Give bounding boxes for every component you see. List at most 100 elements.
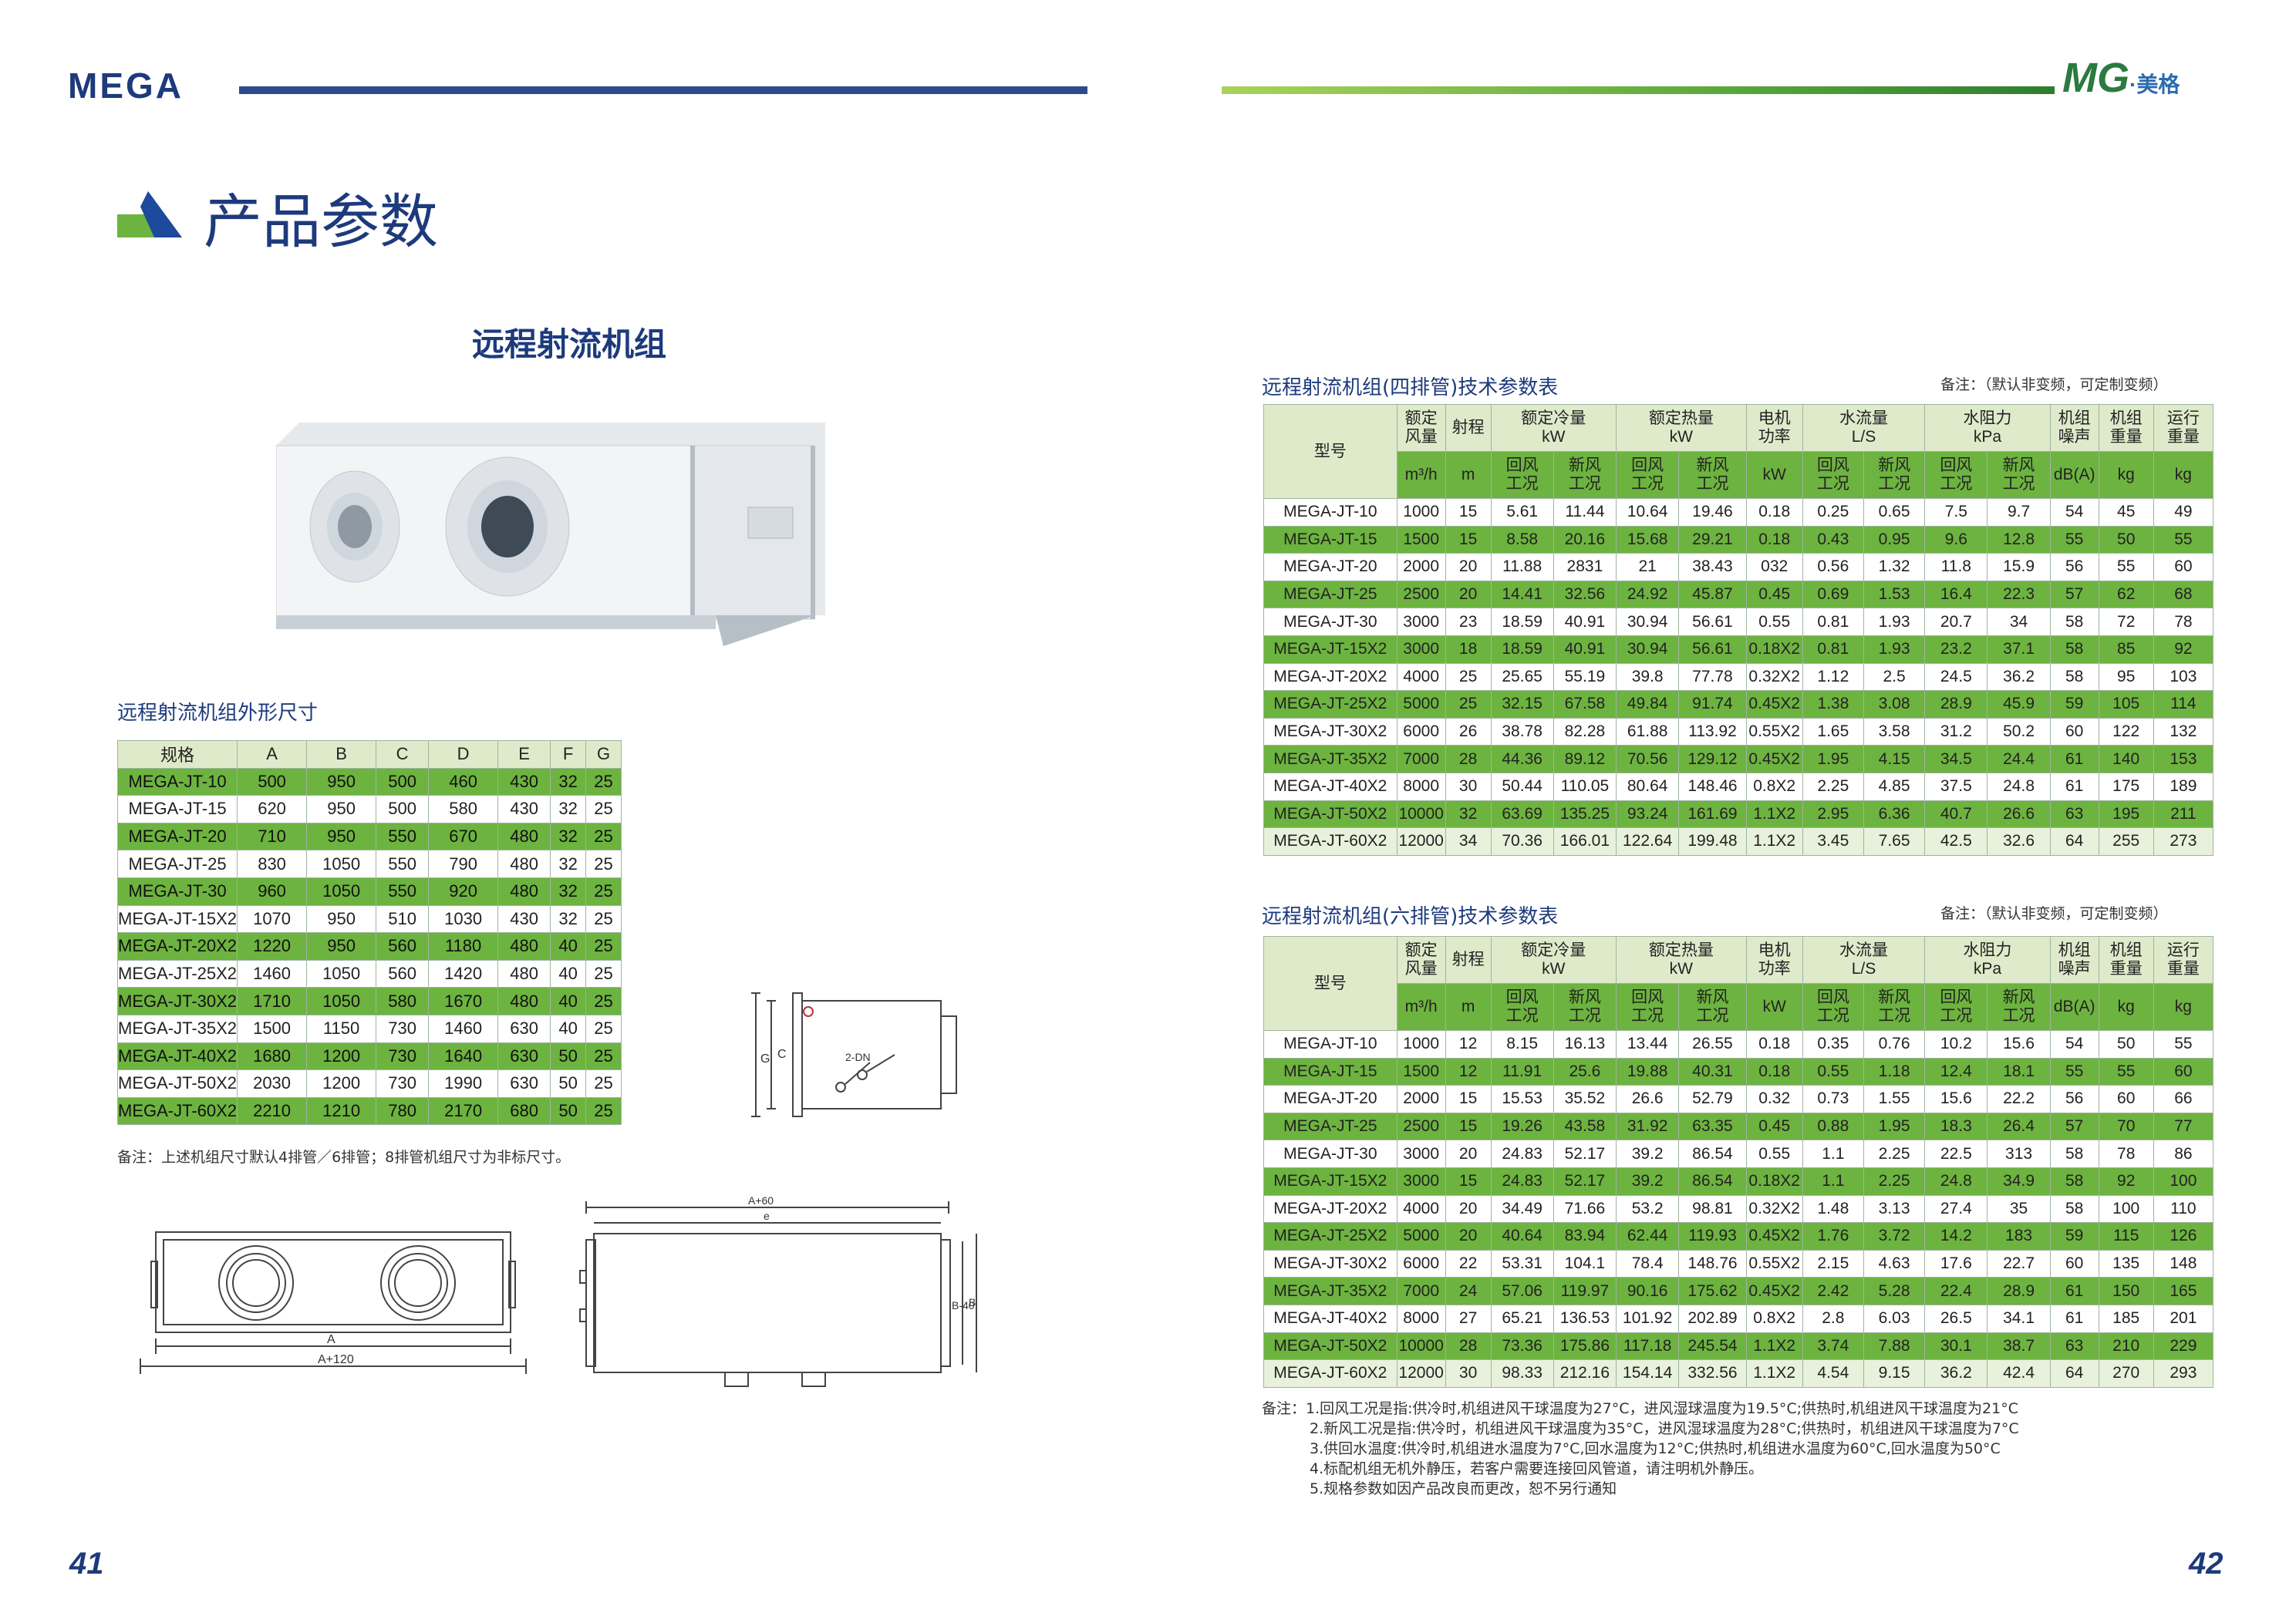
table-cell: 85	[2098, 635, 2154, 664]
table-cell: 15.53	[1490, 1085, 1554, 1113]
table-cell: 25	[1445, 690, 1492, 719]
table-cell: 82.28	[1553, 717, 1617, 746]
table-cell: 16.4	[1924, 580, 1988, 609]
table-cell: 50	[550, 1069, 587, 1098]
table-cell: 55	[2049, 525, 2099, 554]
table-cell: 13.44	[1616, 1030, 1680, 1059]
table-cell: 55	[2098, 553, 2154, 581]
table-cell: 23.2	[1924, 635, 1988, 664]
table-cell: 20	[1445, 1222, 1492, 1251]
table-cell: 20.16	[1553, 525, 1617, 554]
table-cell: MEGA-JT-60X2	[116, 1096, 238, 1126]
table-cell: 55	[2098, 1057, 2154, 1086]
table-cell: 53.31	[1490, 1249, 1554, 1278]
section-title: 产品参数	[204, 187, 438, 256]
table-cell: 12.4	[1924, 1057, 1988, 1086]
table-cell: 98.81	[1678, 1194, 1747, 1224]
table-cell: MEGA-JT-35X2	[1263, 1277, 1397, 1305]
table-cell: 32	[550, 795, 587, 823]
table-cell: 19.88	[1616, 1057, 1680, 1086]
table-cell: 45	[2098, 498, 2154, 527]
table-cell: 1030	[428, 904, 499, 934]
table-cell: MEGA-JT-20X2	[1263, 662, 1397, 692]
table-cell: 1.1X2	[1745, 800, 1803, 829]
table-cell: MEGA-JT-25	[1263, 1112, 1397, 1141]
table-cell: 1.93	[1863, 635, 1926, 664]
header-cell: 额定热量 kW	[1616, 936, 1747, 984]
table-cell: 1000	[1396, 498, 1446, 527]
table-cell: 7000	[1396, 1277, 1446, 1305]
header-cell: 额定冷量 kW	[1490, 936, 1617, 984]
table-cell: 2030	[237, 1069, 308, 1098]
table-cell: 25	[585, 987, 622, 1015]
table-cell: 61	[2049, 772, 2099, 801]
table-cell: 175.86	[1553, 1332, 1617, 1361]
table-cell: 550	[376, 822, 430, 851]
header-cell: 新风 工况	[1678, 451, 1747, 499]
table-cell: 500	[237, 767, 308, 796]
table-cell: 39.2	[1616, 1140, 1680, 1168]
dim-label-e: e	[764, 1210, 770, 1222]
header-cell: 回风 工况	[1802, 983, 1864, 1031]
dim-label-a120: A+120	[318, 1353, 354, 1366]
header-cell: 电机 功率	[1745, 936, 1803, 984]
top-view-drawing: A+60 e B-40 B	[579, 1194, 977, 1387]
table-cell: 22.2	[1987, 1085, 2051, 1113]
table-cell: 26.6	[1616, 1085, 1680, 1113]
table-cell: MEGA-JT-25X2	[1263, 690, 1397, 719]
table-cell: 0.45	[1745, 1112, 1803, 1141]
table-cell: 68	[2153, 580, 2214, 609]
table-cell: 175	[2098, 772, 2154, 801]
table-cell: 1460	[428, 1014, 499, 1043]
table-cell: 1.1	[1802, 1167, 1864, 1196]
table-cell: MEGA-JT-35X2	[1263, 745, 1397, 773]
table-cell: 460	[428, 767, 499, 796]
table-cell: 22.4	[1924, 1277, 1988, 1305]
table-cell: 61	[2049, 745, 2099, 773]
header-cell: 新风 工况	[1553, 983, 1617, 1031]
table-cell: 0.56	[1802, 553, 1864, 581]
table-cell: 24.4	[1987, 745, 2051, 773]
table-cell: 49.84	[1616, 690, 1680, 719]
table-cell: 86.54	[1678, 1140, 1747, 1168]
table-cell: 62.44	[1616, 1222, 1680, 1251]
table-cell: 0.55X2	[1745, 1249, 1803, 1278]
table-cell: 62	[2098, 580, 2154, 609]
table-cell: MEGA-JT-20	[1263, 553, 1397, 581]
table-cell: 0.32X2	[1745, 662, 1803, 692]
table-cell: 1990	[428, 1069, 499, 1098]
table-cell: 61	[2049, 1304, 2099, 1333]
table-cell: 10.2	[1924, 1030, 1988, 1059]
table-cell: 21	[1616, 553, 1680, 581]
table-cell: 70	[2098, 1112, 2154, 1141]
header-cell: 回风 工况	[1490, 983, 1554, 1031]
header-cell: kg	[2098, 983, 2154, 1031]
table-cell: 5000	[1396, 1222, 1446, 1251]
header-cell: 规格	[116, 740, 238, 769]
table-cell: 140	[2098, 745, 2154, 773]
table-cell: 211	[2153, 800, 2214, 829]
table-cell: 2500	[1396, 580, 1446, 609]
table-cell: 119.93	[1678, 1222, 1747, 1251]
table-cell: 78	[2098, 1140, 2154, 1168]
table-cell: 110.05	[1553, 772, 1617, 801]
table-cell: 18.1	[1987, 1057, 2051, 1086]
table-cell: 165	[2153, 1277, 2214, 1305]
header-cell: 水阻力 kPa	[1924, 936, 2051, 984]
note-line: 备注：1.回风工况是指:供冷时,机组进风干球温度为27°C，进风湿球温度为19.…	[1262, 1400, 2018, 1417]
table-cell: 150	[2098, 1277, 2154, 1305]
table-cell: 55	[2049, 1057, 2099, 1086]
table-cell: 12	[1445, 1057, 1492, 1086]
table-cell: 20	[1445, 1194, 1492, 1224]
dim-label-b: B	[969, 1296, 976, 1308]
table-cell: MEGA-JT-25X2	[116, 959, 238, 988]
